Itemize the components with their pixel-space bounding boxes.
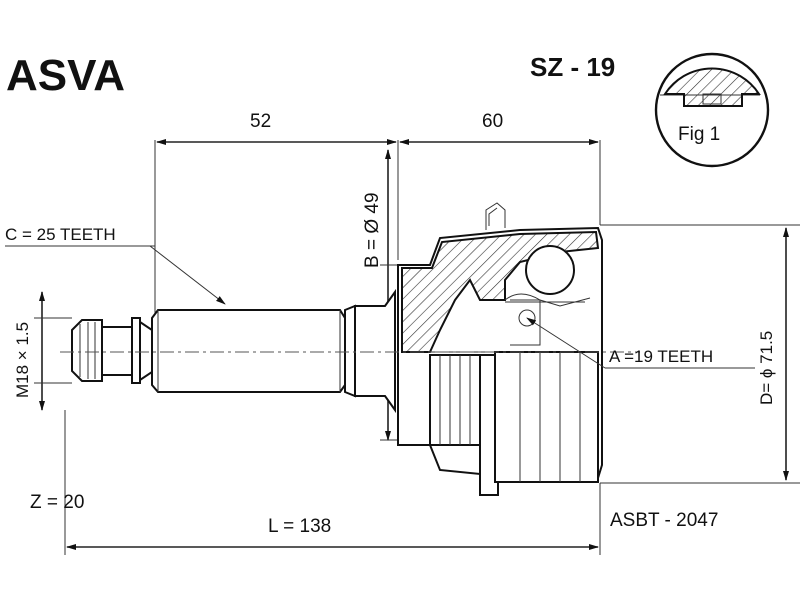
thread-size-label: M18 × 1.5 [13,322,32,398]
inner-teeth-leader [526,317,606,369]
outer-bell-housing [397,202,603,496]
brand-logo-text: ASVA [6,51,125,100]
thread-dimension-line [34,291,72,411]
fig-label: Fig 1 [678,124,720,145]
bore-diameter-label: B = Ø 49 [362,192,383,268]
abs-teeth-count: Z = 20 [30,492,84,513]
top-dimension-lines [154,139,601,330]
outer-teeth-leader [149,245,226,305]
inner-teeth-label: A =19 TEETH [609,347,713,366]
outer-teeth-label: C = 25 TEETH [5,225,116,244]
cross-reference-code: ASBT - 2047 [610,510,718,531]
part-code: SZ - 19 [530,52,615,82]
dimension-60-label: 60 [482,111,503,132]
dimension-52-label: 52 [250,111,271,132]
outer-diameter-dimension [600,224,800,484]
outer-diameter-label: D= ϕ 71.5 [757,331,776,405]
overall-length-label: L = 138 [268,516,331,537]
stub-shaft [71,288,396,414]
overall-length-dimension [64,410,601,555]
fig-detail-circle: Fig 1 [654,52,770,168]
